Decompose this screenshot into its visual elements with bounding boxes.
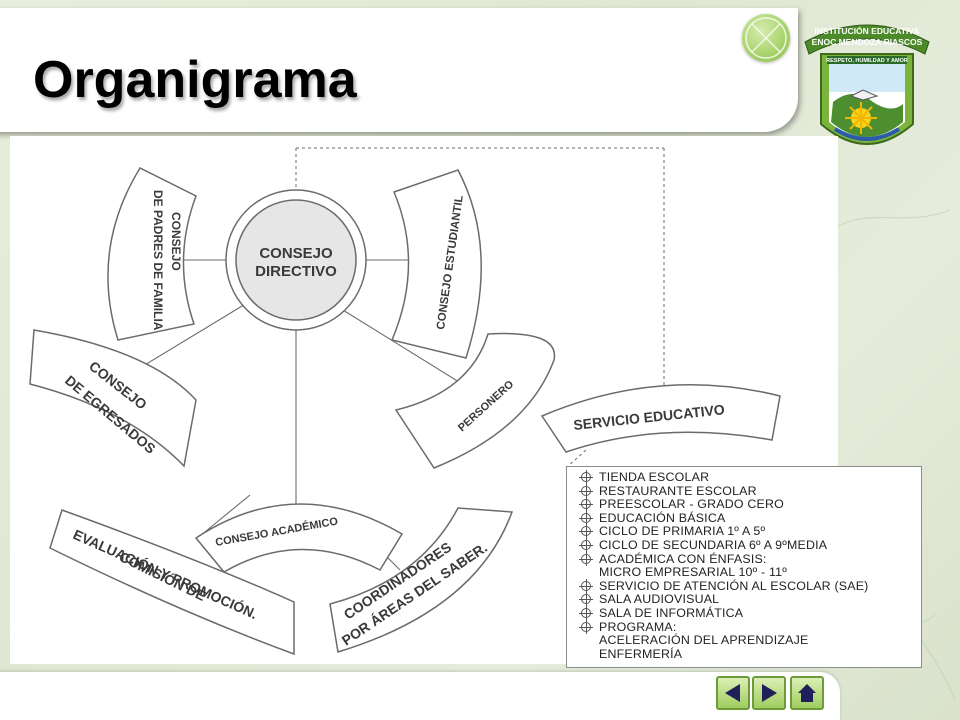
service-item-text: SERVICIO DE ATENCIÓN AL ESCOLAR (SAE) bbox=[599, 578, 869, 593]
servicio-educativo-node: SERVICIO EDUCATIVO bbox=[540, 384, 781, 453]
service-item-text: MICRO EMPRESARIAL 10º - 11º bbox=[599, 565, 787, 580]
service-item: MICRO EMPRESARIAL 10º - 11º bbox=[579, 565, 921, 580]
crosshair-bullet-icon bbox=[579, 483, 593, 498]
service-item-text: ACELERACIÓN DEL APRENDIZAJE bbox=[599, 633, 809, 648]
crosshair-bullet-icon bbox=[579, 592, 593, 607]
crosshair-bullet-icon bbox=[579, 524, 593, 539]
emblem-line2: ENOC MENDOZA RIASCOS bbox=[812, 37, 923, 47]
service-item: ACELERACIÓN DEL APRENDIZAJE bbox=[579, 633, 921, 648]
service-item: CICLO DE PRIMARIA 1º A 5º bbox=[579, 524, 921, 539]
service-item-text: TIENDA ESCOLAR bbox=[599, 470, 710, 484]
decorative-x-circle-icon bbox=[742, 14, 790, 62]
service-item-text: SALA AUDIOVISUAL bbox=[599, 592, 720, 607]
home-button[interactable] bbox=[790, 676, 824, 710]
dashed-connector bbox=[295, 147, 665, 469]
service-item: CICLO DE SECUNDARIA 6º A 9ºMEDIA bbox=[579, 537, 921, 553]
service-item-text: EDUCACIÓN BÁSICA bbox=[599, 510, 726, 525]
consejo-egresados-node: CONSEJO DE EGRESADOS bbox=[29, 329, 197, 468]
crosshair-bullet-icon bbox=[579, 578, 593, 593]
emblem-motto: RESPETO, HUMILDAD Y AMOR bbox=[826, 58, 908, 64]
service-item-text: CICLO DE PRIMARIA 1º A 5º bbox=[599, 524, 766, 539]
service-item-text: SALA DE INFORMÁTICA bbox=[599, 605, 744, 620]
service-item: EDUCACIÓN BÁSICA bbox=[579, 510, 921, 526]
consejo-academico-node: CONSEJO ACADÉMICO bbox=[194, 503, 404, 573]
next-button[interactable] bbox=[752, 676, 786, 710]
emblem-line1: INSTITUCIÓN EDUCATIVA bbox=[815, 25, 920, 36]
service-item-text: PROGRAMA: bbox=[599, 619, 677, 634]
crosshair-bullet-icon bbox=[579, 497, 593, 512]
consejo-padres-node: CONSEJO DE PADRES DE FAMILIA bbox=[107, 167, 197, 341]
center-line2: DIRECTIVO bbox=[255, 263, 337, 280]
triangle-left-icon bbox=[725, 684, 740, 702]
service-item-text: PREESCOLAR - GRADO CERO bbox=[599, 497, 784, 512]
service-item-text: ACADÉMICA CON ÉNFASIS: bbox=[599, 551, 767, 566]
crosshair-bullet-icon bbox=[579, 619, 593, 634]
crosshair-bullet-icon bbox=[579, 605, 593, 620]
service-item: SERVICIO DE ATENCIÓN AL ESCOLAR (SAE) bbox=[579, 578, 921, 594]
previous-button[interactable] bbox=[716, 676, 750, 710]
consejo-estudiantil-node: CONSEJO ESTUDIANTIL bbox=[390, 169, 482, 359]
padres-line2: DE PADRES DE FAMILIA bbox=[151, 190, 165, 331]
school-emblem-logo: INSTITUCIÓN EDUCATIVA ENOC MENDOZA RIASC… bbox=[804, 24, 930, 145]
service-item: RESTAURANTE ESCOLAR bbox=[579, 483, 921, 499]
service-item: SALA AUDIOVISUAL bbox=[579, 592, 921, 607]
personero-node: PERSONERO bbox=[394, 332, 556, 469]
triangle-right-icon bbox=[762, 684, 777, 702]
consejo-directivo-node: CONSEJO DIRECTIVO bbox=[225, 189, 367, 331]
service-item-text: CICLO DE SECUNDARIA 6º A 9ºMEDIA bbox=[599, 537, 828, 552]
bottom-bar bbox=[0, 672, 840, 720]
padres-line1: CONSEJO bbox=[169, 212, 183, 271]
service-item: ENFERMERÍA bbox=[579, 646, 921, 662]
home-icon bbox=[798, 684, 816, 702]
service-item: SALA DE INFORMÁTICA bbox=[579, 605, 921, 621]
page-title: Organigrama bbox=[33, 51, 357, 109]
service-item-text: ENFERMERÍA bbox=[599, 646, 683, 661]
title-box bbox=[0, 8, 798, 132]
service-item: ACADÉMICA CON ÉNFASIS: bbox=[579, 551, 921, 567]
service-item: PROGRAMA: bbox=[579, 619, 921, 635]
crosshair-bullet-icon bbox=[579, 470, 593, 484]
crosshair-bullet-icon bbox=[579, 551, 593, 566]
crosshair-bullet-icon bbox=[579, 537, 593, 552]
service-item: PREESCOLAR - GRADO CERO bbox=[579, 497, 921, 512]
crosshair-bullet-icon bbox=[579, 510, 593, 525]
service-item: TIENDA ESCOLAR bbox=[579, 470, 921, 485]
service-item-text: RESTAURANTE ESCOLAR bbox=[599, 483, 757, 498]
center-line1: CONSEJO bbox=[259, 245, 333, 262]
